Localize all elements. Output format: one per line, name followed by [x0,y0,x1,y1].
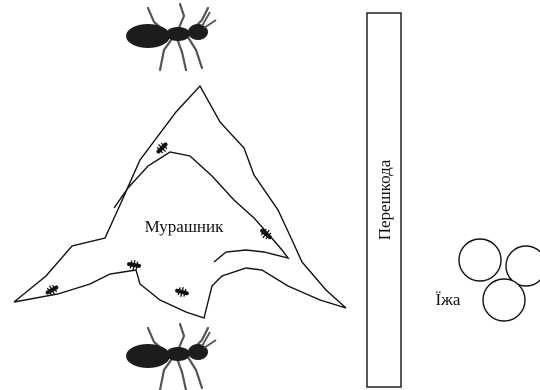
ant-icon [126,324,216,390]
food-label: Їжа [436,290,461,309]
food-icon [459,239,540,321]
anthill-label: Мурашник [145,217,225,236]
ant-icon [126,4,216,70]
obstacle-label: Перешкода [375,159,394,240]
anthill-outer-outline [14,86,346,318]
